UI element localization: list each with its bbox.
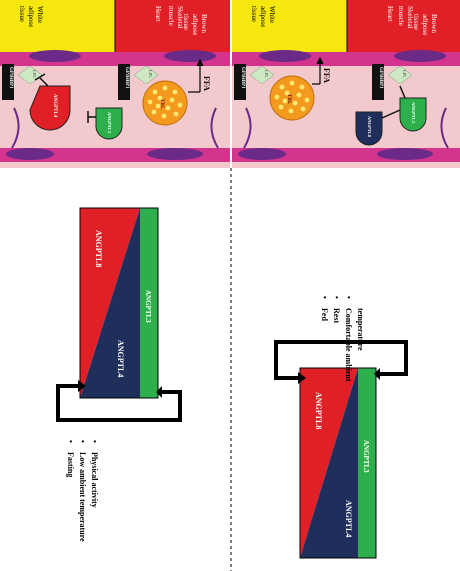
lpl-label: LPL xyxy=(32,70,37,78)
svg-text:Skeletalmuscle: Skeletalmuscle xyxy=(397,6,414,29)
svg-text:•Fed: •Fed xyxy=(320,296,329,321)
svg-text:•Rest: •Rest xyxy=(332,296,341,323)
box-angptl3-label-bottom: ANGPTL3 xyxy=(362,440,370,473)
box-angptl8-label-bottom: ANGPTL8 xyxy=(314,392,323,429)
ffa-label: FFA xyxy=(202,76,211,91)
trl-label: TRL xyxy=(159,99,164,110)
svg-text:LPL: LPL xyxy=(402,70,407,78)
svg-text:GPIHBP1: GPIHBP1 xyxy=(378,67,383,89)
angptl3-label-bottom: ANGPTL3 xyxy=(411,102,416,124)
svg-text:GPIHBP1: GPIHBP1 xyxy=(240,67,245,89)
svg-text:Brownadiposetissue: Brownadiposetissue xyxy=(412,14,438,35)
top-conditions-list: •Fasting •Low ambient temperature •Physi… xyxy=(66,440,99,542)
svg-text:•Low ambient temperature: •Low ambient temperature xyxy=(78,440,87,542)
angptl8-angptl3-complex: ANGPTL8 ANGPTL3 xyxy=(355,85,427,146)
trl-particle-bottom: TRL xyxy=(269,75,315,121)
svg-text:LPL: LPL xyxy=(264,70,269,78)
bottom-vessel-band: Whiteadiposetissue Heart Skeletalmuscle … xyxy=(232,0,460,168)
angptl8-label: ANGPTL8 xyxy=(367,116,372,138)
box-angptl3-label: ANGPTL3 xyxy=(144,290,152,323)
svg-text:FFA: FFA xyxy=(322,68,331,83)
gpihbp1-tag xyxy=(2,64,14,100)
white-adipose-label: Whiteadiposetissue xyxy=(18,6,44,27)
svg-text:•Comfortable ambient: •Comfortable ambient xyxy=(344,296,353,382)
svg-text:Whiteadiposetissue: Whiteadiposetissue xyxy=(18,6,44,27)
svg-text:temperature: temperature xyxy=(356,308,365,351)
svg-text:GPIHBP1: GPIHBP1 xyxy=(124,67,129,89)
box-angptl8-label: ANGPTL8 xyxy=(94,230,103,267)
angptl3-protein: ANGPTL3 xyxy=(87,107,123,140)
muscle-label-1: Heart xyxy=(154,6,162,22)
svg-text:LPL: LPL xyxy=(148,70,153,78)
svg-text:•Physical activity: •Physical activity xyxy=(90,440,99,508)
svg-text:Skeletalmuscle: Skeletalmuscle xyxy=(167,6,184,29)
brown-adipose-label: Brownadiposetissue xyxy=(182,14,208,35)
angptl4-label: ANGPTL4 xyxy=(52,94,57,118)
muscle-tissue-region xyxy=(115,0,230,52)
angptl4-protein: ANGPTL4 xyxy=(29,73,71,131)
angptl3-label: ANGPTL3 xyxy=(107,112,112,134)
bottom-split-box: ANGPTL4 ANGPTL8 ANGPTL3 xyxy=(274,340,408,559)
trl-particle: TRL xyxy=(142,80,188,126)
bottom-conditions-list: •Fed •Rest •Comfortable ambient temperat… xyxy=(320,296,365,382)
gpihbp1-label: GPIHBP1 xyxy=(8,67,13,89)
svg-text:Heart: Heart xyxy=(386,6,394,22)
muscle-label-2: Skeletalmuscle xyxy=(167,6,184,29)
svg-text:Whiteadiposetissue: Whiteadiposetissue xyxy=(250,6,276,27)
box-angptl4-label: ANGPTL4 xyxy=(116,340,125,377)
top-vessel-band: Whiteadiposetissue Heart Skeletalmuscle … xyxy=(0,0,230,168)
white-adipose-tissue-region xyxy=(0,0,115,52)
svg-text:Brownadiposetissue: Brownadiposetissue xyxy=(182,14,208,35)
top-split-box: ANGPTL4 ANGPTL8 ANGPTL3 xyxy=(56,207,182,422)
svg-text:•Fasting: •Fasting xyxy=(66,440,75,477)
svg-text:Heart: Heart xyxy=(154,6,162,22)
svg-text:TRL: TRL xyxy=(286,94,291,105)
box-angptl4-label-bottom: ANGPTL4 xyxy=(344,500,353,537)
